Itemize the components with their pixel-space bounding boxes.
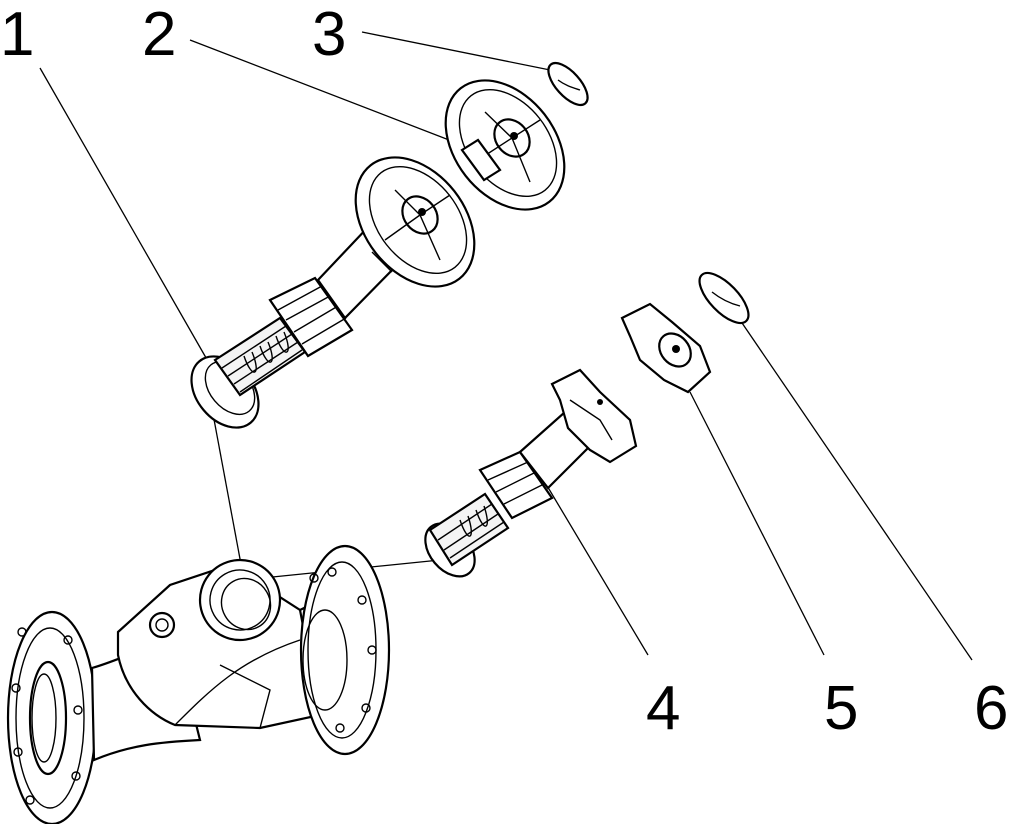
- leader-line-2: [189, 39, 476, 151]
- cover-cap-3: [547, 61, 589, 107]
- callout-5: 5: [824, 674, 859, 743]
- cover-cap-6: [698, 271, 750, 325]
- leader-line-1a: [39, 67, 214, 371]
- star-knob-spindle-assembly: [424, 368, 638, 578]
- leader-line-6: [739, 319, 973, 661]
- leader-line-3: [361, 31, 561, 73]
- valve-body: [6, 544, 391, 824]
- callout-4: 4: [646, 674, 681, 743]
- star-knob-loose-5: [620, 302, 712, 394]
- leader-line-4: [539, 473, 649, 656]
- callout-2: 2: [142, 0, 177, 69]
- leader-line-5: [689, 391, 825, 656]
- leader-line-1b: [212, 413, 244, 576]
- callout-1: 1: [0, 0, 35, 69]
- callout-6: 6: [974, 674, 1009, 743]
- handwheel-spindle-assembly: [190, 156, 476, 429]
- handwheel-loose: [444, 79, 566, 211]
- leader-lines: [39, 31, 973, 661]
- callout-3: 3: [312, 0, 347, 69]
